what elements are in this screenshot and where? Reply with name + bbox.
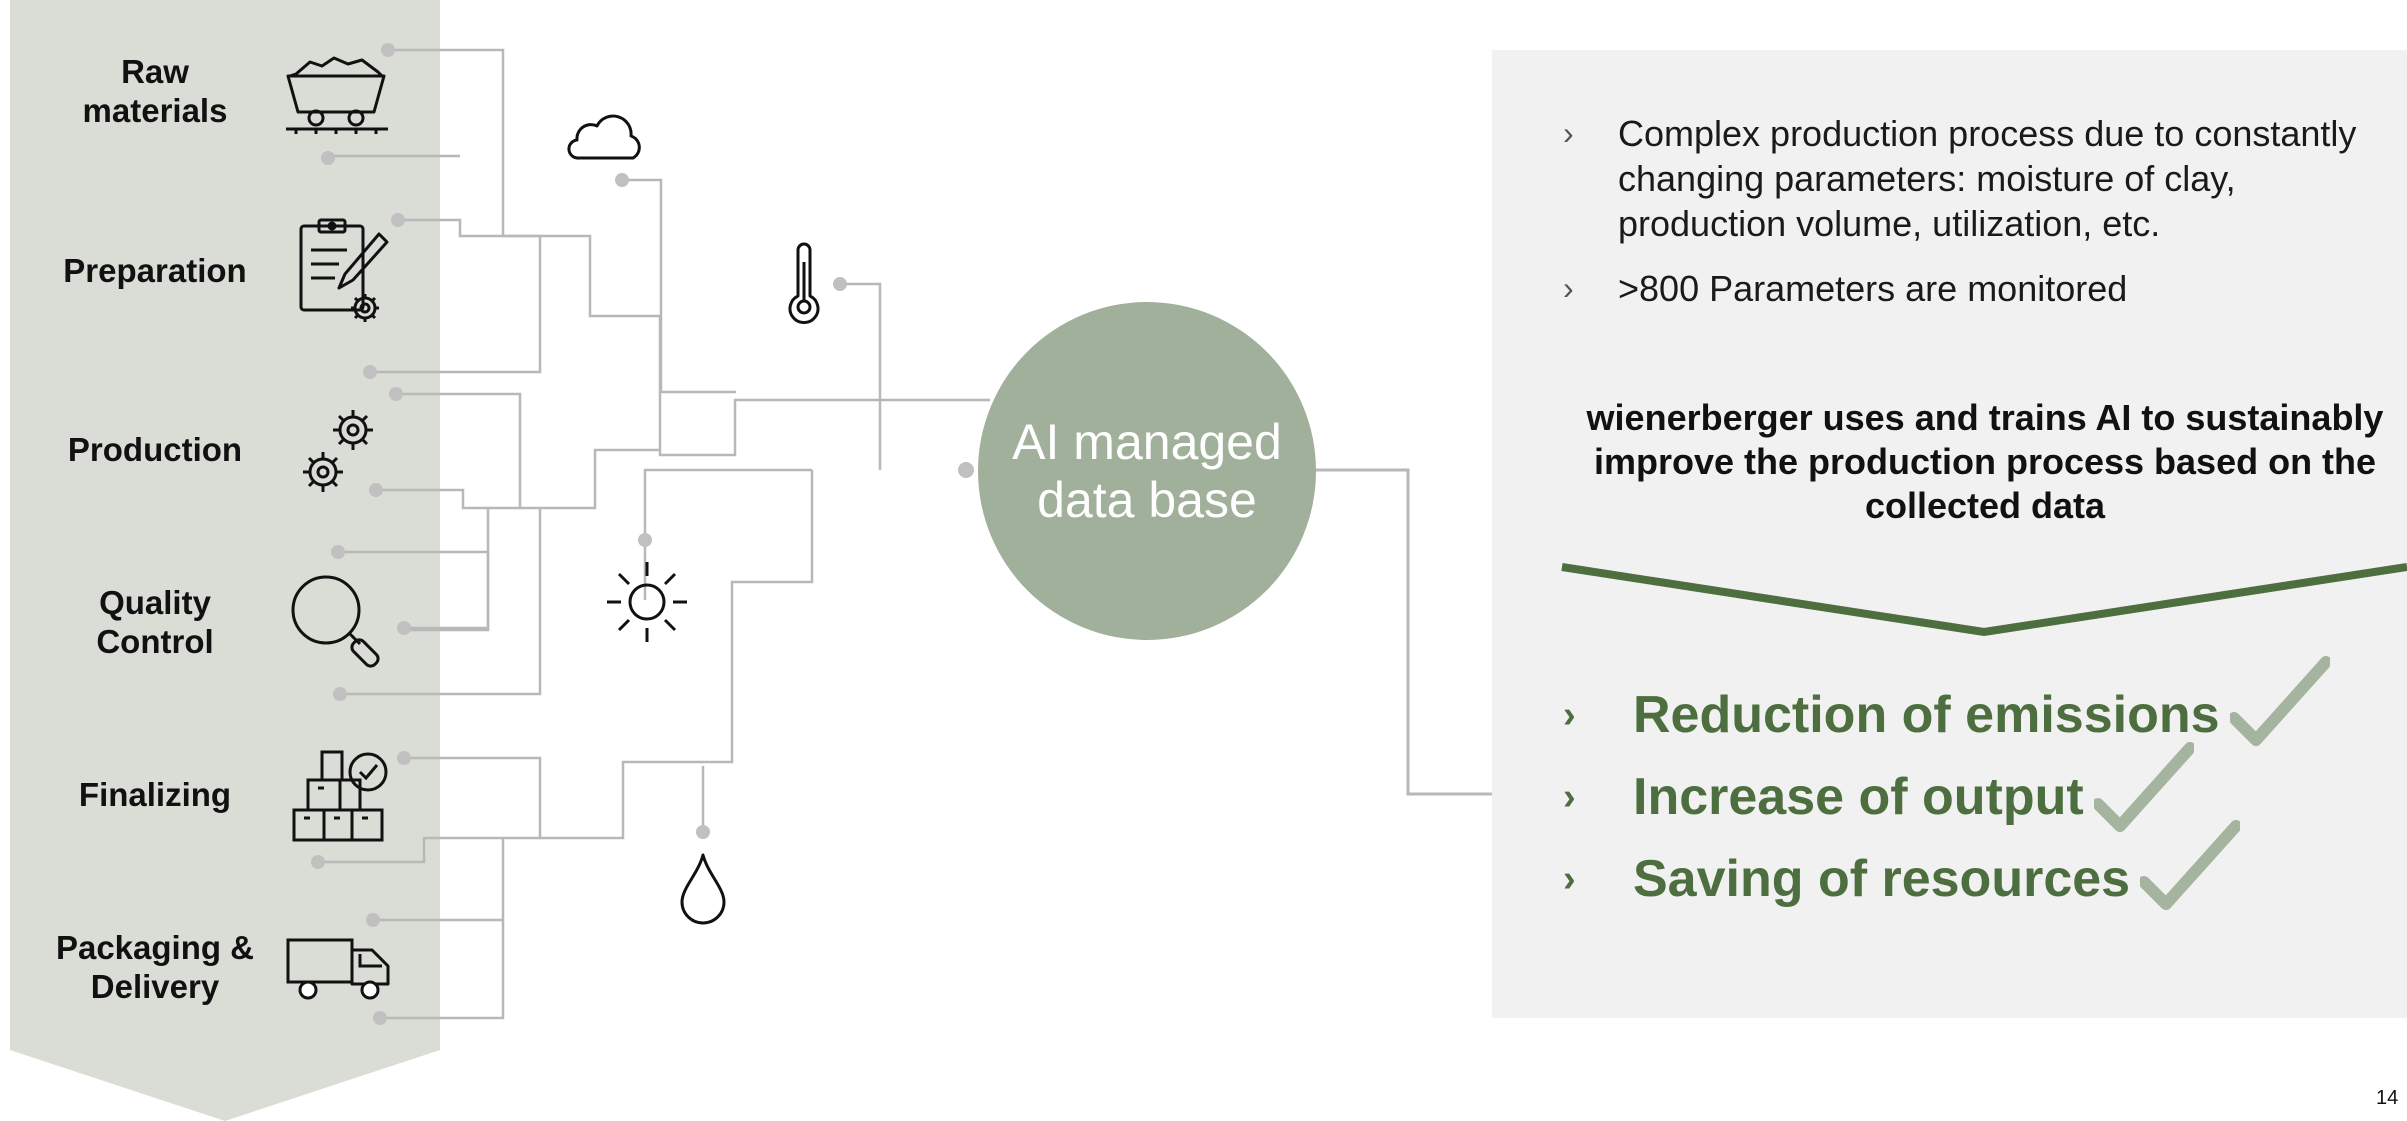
bullet-parameters: › >800 Parameters are monitored <box>1563 266 2363 314</box>
step-production: Production <box>67 431 243 468</box>
bullet-text: Complex production process due to consta… <box>1618 113 2357 244</box>
clipboard-gear-icon <box>299 218 389 322</box>
cloud-icon <box>567 114 641 160</box>
result-reduction-emissions: › Reduction of emissions <box>1563 656 2330 750</box>
step-preparation: Preparation <box>63 252 247 289</box>
step-quality-control: Quality Control <box>96 584 214 660</box>
result-chevron: › <box>1563 694 1576 736</box>
bullet-chevron: › <box>1563 115 1574 151</box>
step-finalizing: Finalizing <box>78 776 232 813</box>
result-text: Reduction of emissions <box>1633 686 2220 744</box>
ai-database-hub: AI managed data base <box>978 302 1316 640</box>
result-increase-output: › Increase of output <box>1563 742 2194 832</box>
check-icon <box>2093 742 2194 832</box>
benefits-panel <box>1492 50 2407 1018</box>
result-chevron: › <box>1563 776 1576 818</box>
bullet-text: >800 Parameters are monitored <box>1618 268 2128 309</box>
water-drop-icon <box>680 853 726 925</box>
result-text: Increase of output <box>1633 768 2084 826</box>
sun-icon <box>607 562 687 642</box>
result-chevron: › <box>1563 858 1576 900</box>
key-message: wienerberger uses and trains AI to susta… <box>1586 397 2384 526</box>
check-icon <box>2229 656 2330 746</box>
mine-cart-icon <box>286 56 388 134</box>
down-chevron-line <box>1561 563 2407 637</box>
truck-icon <box>286 938 390 1000</box>
thermometer-icon <box>788 242 820 325</box>
page-number: 14 <box>2376 1087 2399 1109</box>
step-packaging-delivery: Packaging & Delivery <box>55 929 255 1005</box>
result-saving-resources: › Saving of resources <box>1563 820 2241 914</box>
magnifier-icon <box>291 575 380 668</box>
bullet-complex-process: › Complex production process due to cons… <box>1563 111 2363 251</box>
gears-icon <box>303 410 373 492</box>
step-raw-materials: Raw materials <box>82 53 228 129</box>
bullet-chevron: › <box>1563 270 1574 306</box>
check-icon <box>2140 820 2241 910</box>
hub-label: AI managed data base <box>1012 414 1282 528</box>
boxes-check-icon <box>292 750 388 842</box>
result-text: Saving of resources <box>1633 850 2131 908</box>
